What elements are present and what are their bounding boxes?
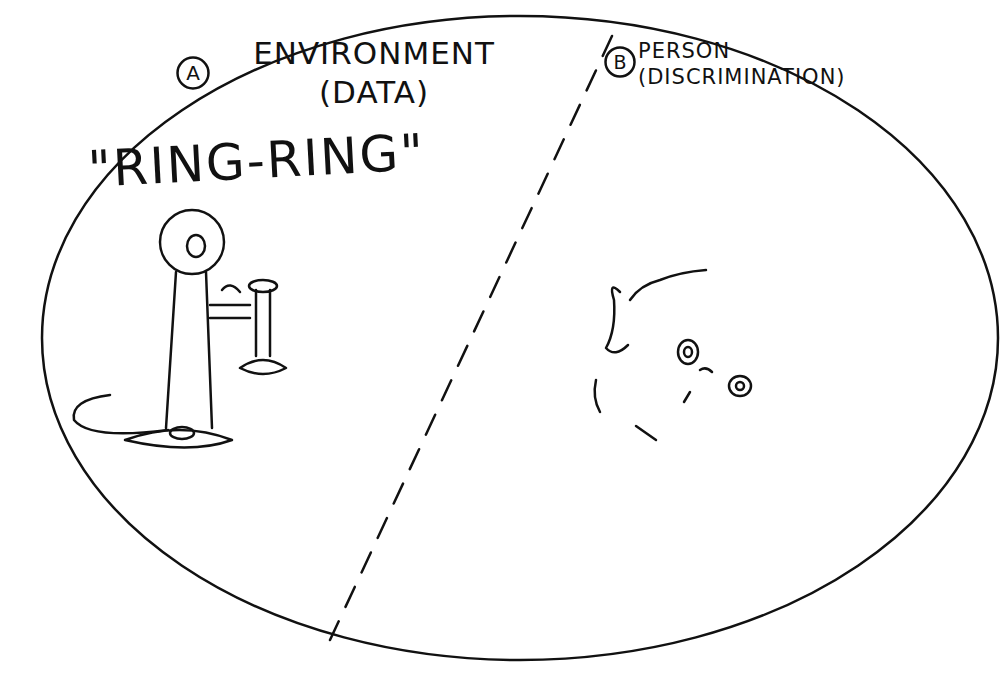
face-left-pupil <box>684 347 692 357</box>
phone-mouthpiece <box>160 210 224 274</box>
face-right-pupil <box>736 382 744 390</box>
phone-receiver <box>256 290 270 356</box>
face-right-eye <box>729 376 751 396</box>
circled-letter-node: AENVIRONMENT (DATA) <box>176 56 210 90</box>
person-face <box>595 270 751 440</box>
face-head-outline <box>630 270 706 300</box>
section-heading: ENVIRONMENT (DATA) <box>214 34 534 112</box>
phone-base-knob <box>170 427 194 439</box>
receiver-cup <box>240 360 286 374</box>
circle-letter: A <box>176 56 210 90</box>
sound-label: "RING-RING" <box>87 123 427 199</box>
face-ear <box>606 288 628 353</box>
telephone-illustration <box>74 210 286 448</box>
phone-cord <box>74 395 168 433</box>
outer-ellipse <box>42 16 998 660</box>
receiver-top <box>249 280 277 292</box>
phone-hook <box>210 285 250 318</box>
circle-letter: B <box>604 46 636 78</box>
face-brow <box>700 368 712 372</box>
face-nose <box>684 392 690 402</box>
phone-mouthpiece-hole <box>187 235 205 257</box>
face-chin <box>636 426 656 440</box>
section-heading: PERSON (DISCRIMINATION) <box>638 38 908 91</box>
face-cheek <box>595 380 600 412</box>
phone-stem <box>166 272 212 428</box>
circled-letter-node: BPERSON (DISCRIMINATION) <box>604 46 636 78</box>
face-left-eye <box>678 340 698 364</box>
